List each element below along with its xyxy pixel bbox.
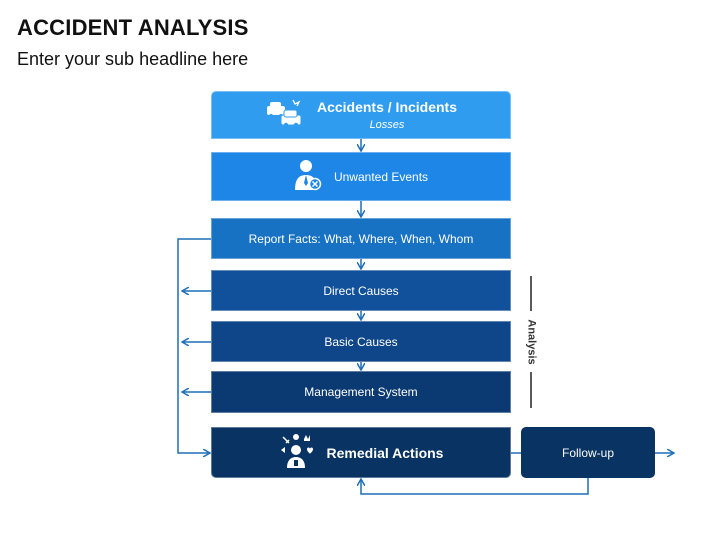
accidents-title: Accidents / Incidents xyxy=(316,99,458,115)
follow-up-label: Follow-up xyxy=(561,445,615,460)
basic-causes-label: Basic Causes xyxy=(324,334,398,349)
followup-loop-line xyxy=(361,478,589,495)
unwanted-events-box: Unwanted Events xyxy=(211,152,511,201)
person-options-icon xyxy=(279,433,315,472)
basic-causes-box: Basic Causes xyxy=(211,321,511,362)
management-system-label: Management System xyxy=(304,385,418,399)
accidents-incidents-box: Accidents / Incidents Losses xyxy=(211,91,511,139)
follow-up-box: Follow-up xyxy=(521,427,655,478)
direct-causes-box: Direct Causes xyxy=(211,270,511,311)
analysis-text: Analysis xyxy=(526,319,538,365)
cars-collision-icon xyxy=(265,98,305,133)
report-facts-label: Report Facts: What, Where, When, Whom xyxy=(248,231,474,246)
analysis-label: Analysis xyxy=(517,319,547,364)
report-to-remedial-line xyxy=(177,238,211,453)
remedial-actions-box: Remedial Actions xyxy=(211,427,511,478)
direct-causes-label: Direct Causes xyxy=(323,283,399,298)
unwanted-events-label: Unwanted Events xyxy=(333,169,429,184)
accidents-subtitle: Losses xyxy=(369,119,405,131)
remedial-actions-label: Remedial Actions xyxy=(326,444,444,461)
person-cancel-icon xyxy=(294,159,322,194)
page-title: ACCIDENT ANALYSIS xyxy=(17,15,249,40)
report-facts-box: Report Facts: What, Where, When, Whom xyxy=(211,218,511,259)
page-subtitle: Enter your sub headline here xyxy=(17,49,249,69)
management-system-box: Management System xyxy=(211,371,511,413)
